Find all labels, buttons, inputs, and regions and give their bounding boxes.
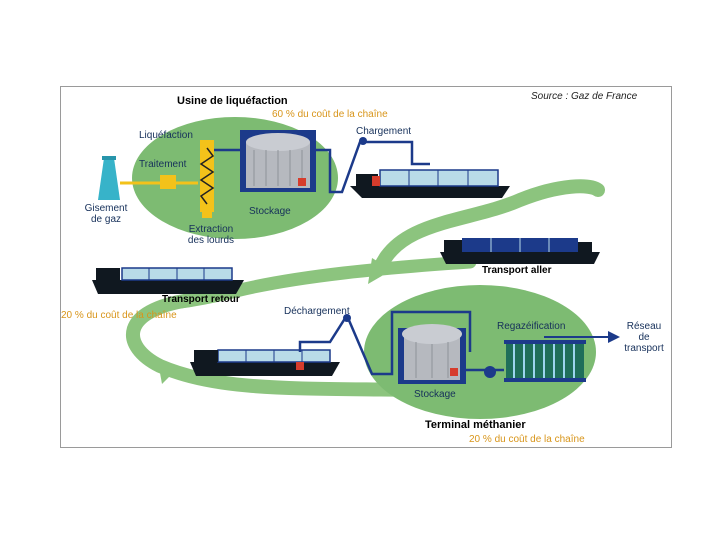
- ship-outbound-icon: [440, 238, 600, 264]
- extraction-label-line1: Extraction: [188, 224, 234, 235]
- treatment-label: Traitement: [139, 159, 187, 170]
- extraction-label-line2: des lourds: [187, 235, 235, 246]
- ship-loading-icon: [350, 169, 510, 198]
- loading-label: Chargement: [356, 126, 412, 137]
- ship-return-icon: [92, 267, 244, 294]
- pump-icon: [484, 366, 496, 378]
- unloading-label: Déchargement: [284, 306, 350, 317]
- plant-cost-label: 60 % du coût de la chaîne: [272, 109, 388, 120]
- source-label: Source : Gaz de France: [531, 91, 638, 102]
- extraction-label: Extraction des lourds: [183, 224, 239, 246]
- gas-field-label: Gisement de gaz: [78, 203, 134, 225]
- ship-unloading-icon: [190, 349, 340, 376]
- network-label: Réseau de transport: [620, 321, 668, 354]
- plant-storage-label: Stockage: [249, 206, 291, 217]
- plant-storage-tank-icon: [240, 130, 316, 192]
- gas-field-icon: [98, 156, 120, 200]
- loading-pipe: [316, 137, 430, 194]
- treatment-icon: [160, 175, 176, 189]
- regasification-unit-icon: [504, 340, 586, 382]
- liquefaction-label: Liquéfaction: [139, 130, 193, 141]
- flow-arrow-return: [126, 293, 427, 397]
- transport-cost-label: 20 % du coût de la chaîne: [61, 310, 177, 321]
- unloading-pipe: [298, 310, 472, 376]
- gas-field-label-line1: Gisement: [84, 203, 128, 214]
- transport-return-label: Transport retour: [162, 294, 240, 305]
- terminal-storage-label: Stockage: [414, 389, 456, 400]
- plant-title: Usine de liquéfaction: [177, 95, 288, 107]
- terminal-ellipse: [364, 285, 596, 419]
- network-label-line2: de: [638, 332, 650, 343]
- regasification-label: Regazéification: [497, 321, 566, 332]
- terminal-title: Terminal méthanier: [425, 419, 526, 431]
- network-label-line1: Réseau: [626, 321, 662, 332]
- liquefaction-column-icon: [199, 140, 215, 218]
- gas-field-label-line2: de gaz: [90, 214, 122, 225]
- terminal-cost-label: 20 % du coût de la chaîne: [469, 434, 585, 445]
- transport-out-label: Transport aller: [482, 265, 552, 276]
- network-label-line3: transport: [624, 343, 664, 354]
- terminal-storage-tank-icon: [398, 324, 466, 384]
